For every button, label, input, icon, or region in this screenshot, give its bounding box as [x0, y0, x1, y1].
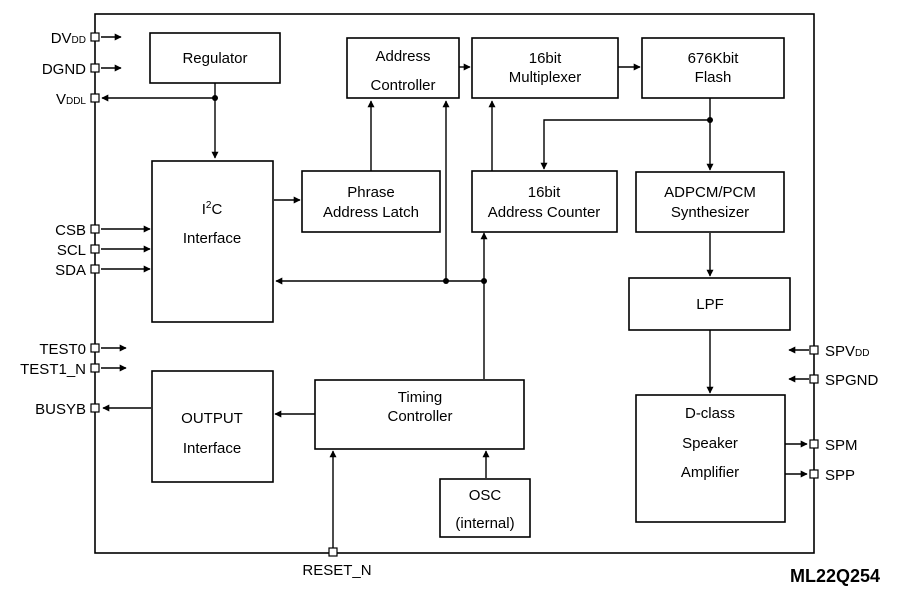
multiplexer-label-1: 16bit [529, 50, 562, 67]
regulator-label: Regulator [182, 50, 247, 67]
flash-block: 676Kbit Flash [641, 37, 785, 99]
synthesizer-label-2: Synthesizer [671, 204, 749, 221]
address-controller-block: Address Controller [346, 37, 460, 99]
multiplexer-label-2: Multiplexer [509, 69, 582, 86]
i2c-label-2: Interface [183, 230, 241, 247]
pin-spp: SPP [825, 467, 855, 484]
multiplexer-block: 16bit Multiplexer [471, 37, 619, 99]
address-counter-block: 16bit Address Counter [471, 170, 618, 233]
lpf-block: LPF [628, 277, 791, 331]
regulator-block: Regulator [149, 32, 281, 84]
address-controller-label-1: Address [375, 48, 430, 65]
flash-label-2: Flash [695, 69, 732, 86]
output-interface-label-2: Interface [183, 440, 241, 457]
i2c-interface-block: I2C Interface [151, 160, 274, 323]
pin-spvdd: SPVDD [825, 343, 869, 360]
output-interface-block: OUTPUT Interface [151, 370, 274, 483]
i2c-label-1: I2C [202, 200, 223, 218]
output-interface-label-1: OUTPUT [181, 410, 243, 427]
synthesizer-label-1: ADPCM/PCM [664, 184, 756, 201]
timing-controller-label-2: Controller [387, 408, 452, 425]
pin-pads [90, 32, 819, 557]
amplifier-label-2: Speaker [682, 435, 738, 452]
amplifier-label-3: Amplifier [681, 464, 739, 481]
pin-spm: SPM [825, 437, 858, 454]
pin-dgnd: DGND [42, 61, 86, 78]
junction-dots [212, 95, 713, 284]
flash-label-1: 676Kbit [688, 50, 740, 67]
pin-spgnd: SPGND [825, 372, 879, 389]
timing-controller-label-1: Timing [398, 389, 442, 406]
address-controller-label-2: Controller [370, 77, 435, 94]
part-number: ML22Q254 [790, 566, 880, 586]
synthesizer-block: ADPCM/PCM Synthesizer [635, 171, 785, 233]
pin-sda: SDA [55, 262, 86, 279]
speaker-amplifier-block: D-class Speaker Amplifier [635, 394, 786, 523]
phrase-latch-label-2: Address Latch [323, 204, 419, 221]
pin-busyb: BUSYB [35, 401, 86, 418]
pin-dvdd: DVDD [51, 30, 86, 47]
osc-block: OSC (internal) [439, 478, 531, 538]
pin-scl: SCL [57, 242, 86, 259]
pin-test1-n: TEST1_N [20, 361, 86, 378]
phrase-latch-label-1: Phrase [347, 184, 395, 201]
pin-csb: CSB [55, 222, 86, 239]
osc-label-2: (internal) [455, 515, 514, 532]
osc-label-1: OSC [469, 487, 502, 504]
address-counter-label-1: 16bit [528, 184, 561, 201]
pin-vddl: VDDL [56, 91, 86, 108]
pin-reset-n: RESET_N [302, 562, 371, 579]
phrase-address-latch-block: Phrase Address Latch [301, 170, 441, 233]
amplifier-label-1: D-class [685, 405, 735, 422]
lpf-label: LPF [696, 296, 724, 313]
chip-boundary [94, 13, 815, 554]
timing-controller-block: Timing Controller [314, 379, 525, 450]
signal-wires [101, 33, 809, 548]
address-counter-label-2: Address Counter [488, 204, 601, 221]
pin-test0: TEST0 [39, 341, 86, 358]
